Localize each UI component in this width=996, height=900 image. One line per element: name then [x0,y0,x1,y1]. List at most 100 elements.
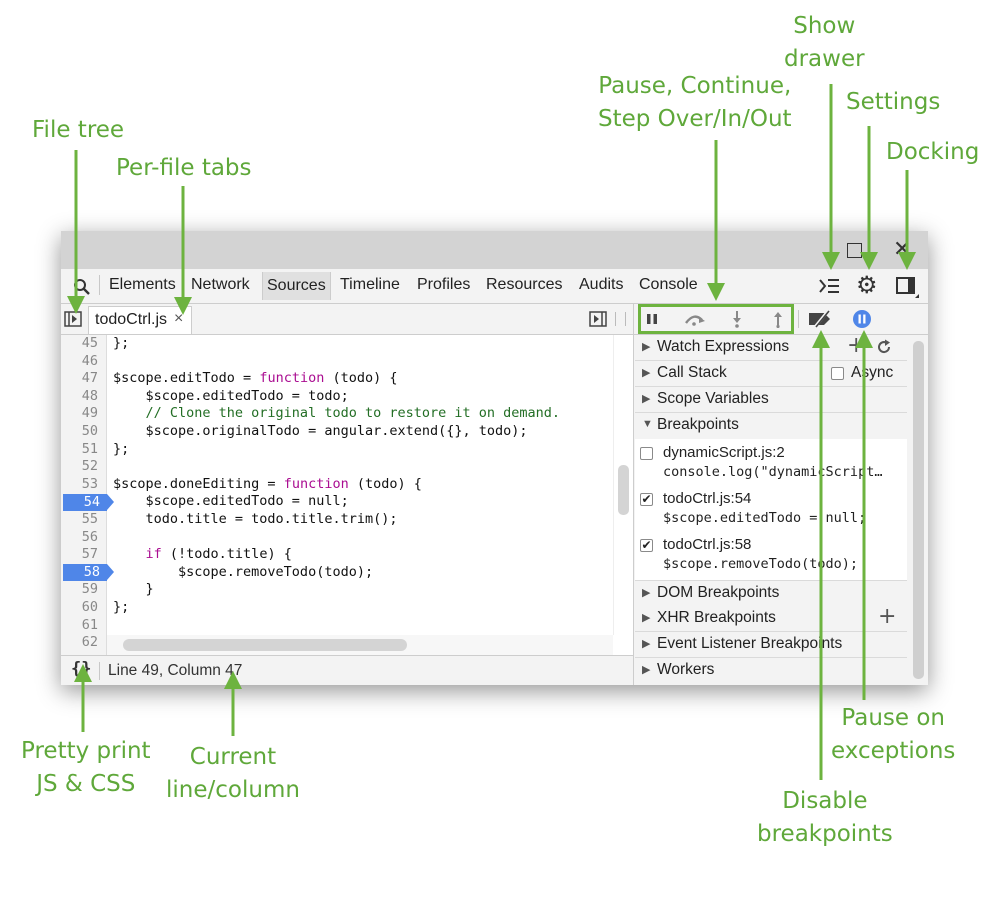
deactivate-breakpoints-icon[interactable] [807,310,835,328]
section-label: Workers [657,661,715,678]
annotation-pause-controls-line2: Step Over/In/Out [598,106,792,132]
breakpoint-line-number: 54 [83,493,100,510]
section-event-listener-breakpoints[interactable]: ▶ Event Listener Breakpoints [635,632,907,658]
breakpoint-item[interactable]: ✔ todoCtrl.js:54 $scope.editedTodo = nul… [635,487,907,533]
settings-gear-icon[interactable]: ⚙ [856,271,878,299]
breakpoint-item[interactable]: ✔ todoCtrl.js:58 $scope.removeTodo(todo)… [635,533,907,579]
line-number: 45 [81,335,98,351]
code-line: todo.title = todo.title.trim(); [113,511,398,527]
collapsed-triangle-icon: ▶ [642,393,651,405]
annotation-pretty-print-line2: JS & CSS [36,771,136,797]
sidebar-scrollbar[interactable] [908,335,928,685]
section-call-stack[interactable]: ▶ Call Stack Async [635,361,907,387]
title-bar: ✕ [61,231,928,269]
line-number: 57 [81,546,98,563]
pause-on-exceptions-icon[interactable] [852,309,872,329]
annotation-pause-on-exceptions-line1: Pause on [841,705,945,731]
breakpoint-item[interactable]: dynamicScript.js:2 console.log("dynamicS… [635,441,907,487]
panel-split-handle-icon[interactable] [615,312,626,326]
code-text: $scope.doneEditing = [113,475,284,492]
annotation-pause-controls-line1: Pause, Continue, [598,73,792,99]
tab-console[interactable]: Console [639,276,698,293]
breakpoint-location: dynamicScript.js:2 [663,444,785,461]
editor-horizontal-scrollbar[interactable] [107,635,613,655]
step-into-icon[interactable] [730,310,744,328]
annotation-file-tree: File tree [32,117,125,143]
code-line: $scope.removeTodo(todo); [113,563,374,580]
annotation-current-line-column-line2: line/column [166,777,300,803]
section-xhr-breakpoints[interactable]: ▶ XHR Breakpoints + [635,604,907,632]
toggle-debugger-icon[interactable] [589,311,607,327]
toolbar-separator [99,275,100,295]
code-editor[interactable]: }; $scope.editTodo = function (todo) { $s… [113,335,613,635]
collapsed-triangle-icon: ▶ [642,664,651,676]
code-line: }; [113,440,130,457]
annotation-pretty-print-line1: Pretty print [21,738,151,764]
devtools-window: ✕ Elements Network Sources Timeline Prof… [61,231,928,685]
section-label: Call Stack [657,364,727,381]
debugger-sidebar: ▶ Watch Expressions + ▶ Call Stack Async… [633,304,928,685]
show-drawer-icon[interactable] [818,277,840,295]
annotation-disable-breakpoints: Disable breakpoints [757,785,893,851]
code-line: }; [113,335,130,351]
code-line: $scope.editTodo = function (todo) { [113,370,398,388]
code-line: if (!todo.title) { [113,546,292,564]
section-label: Event Listener Breakpoints [657,635,843,652]
refresh-icon[interactable] [876,339,892,355]
section-scope-variables[interactable]: ▶ Scope Variables [635,387,907,413]
code-line: $scope.doneEditing = function (todo) { [113,476,422,494]
section-workers[interactable]: ▶ Workers [635,658,907,683]
code-text: (todo) { [348,475,422,492]
code-keyword: function [259,370,325,387]
line-number: 56 [81,528,98,545]
breakpoint-marker[interactable]: 58 [63,564,114,582]
code-text: (todo) { [324,370,398,387]
annotation-disable-breakpoints-line1: Disable [782,788,868,814]
breakpoint-checkbox[interactable]: ✔ [640,492,653,506]
step-over-icon[interactable] [683,312,707,326]
line-number: 47 [81,370,98,387]
breakpoint-checkbox[interactable] [640,447,653,460]
dock-icon[interactable] [896,277,920,299]
breakpoint-checkbox[interactable]: ✔ [640,538,653,552]
tab-elements[interactable]: Elements [109,276,176,293]
line-number: 52 [81,458,98,475]
tab-network[interactable]: Network [191,276,250,293]
annotation-show-drawer-line2: drawer [784,46,865,72]
tab-timeline[interactable]: Timeline [340,276,400,293]
tab-sources[interactable]: Sources [262,272,331,300]
section-breakpoints[interactable]: ▼ Breakpoints [635,413,907,439]
pause-icon[interactable] [644,312,660,326]
section-label: XHR Breakpoints [657,609,776,626]
code-line: $scope.originalTodo = angular.extend({},… [113,423,528,439]
tab-audits[interactable]: Audits [579,276,624,293]
sidebar-scroll-thumb[interactable] [913,341,924,679]
editor-vertical-scrollbar[interactable] [613,335,632,635]
add-xhr-breakpoint-icon[interactable]: + [878,604,897,629]
maximize-icon[interactable] [847,243,862,258]
pause-controls-group [638,304,794,334]
line-number: 53 [81,475,98,492]
breakpoint-line-number: 58 [83,564,100,581]
line-number: 60 [81,599,98,615]
editor-horizontal-scroll-thumb[interactable] [123,639,407,651]
async-checkbox[interactable] [831,367,844,380]
step-out-icon[interactable] [771,310,785,328]
annotation-settings: Settings [846,89,941,115]
line-number: 48 [81,387,98,404]
tab-resources[interactable]: Resources [486,276,563,293]
editor-vertical-scroll-thumb[interactable] [618,465,629,515]
section-dom-breakpoints[interactable]: ▶ DOM Breakpoints [635,580,907,607]
close-tab-icon[interactable]: × [174,310,184,327]
annotation-disable-breakpoints-line2: breakpoints [757,821,893,847]
collapsed-triangle-icon: ▶ [642,341,651,353]
line-number: 61 [81,616,98,633]
tab-profiles[interactable]: Profiles [417,276,471,293]
breakpoint-code: $scope.editedTodo = null; [663,510,867,526]
breakpoint-marker[interactable]: 54 [63,493,114,511]
breakpoint-location: todoCtrl.js:54 [663,490,752,507]
line-number: 59 [81,581,98,598]
cursor-position-status: Line 49, Column 47 [108,662,243,679]
